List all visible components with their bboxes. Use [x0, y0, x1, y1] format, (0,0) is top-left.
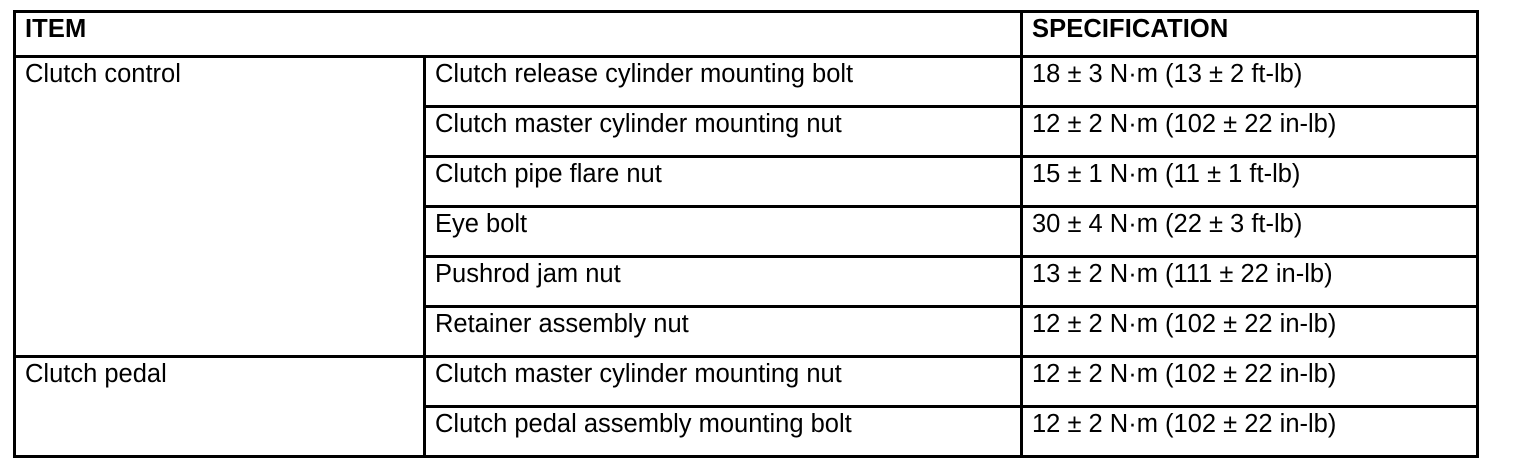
table-row: Eye bolt 30 ± 4 N·m (22 ± 3 ft-lb): [15, 205, 1479, 258]
item-cell: Clutch pipe flare nut: [423, 155, 1023, 208]
specification-value: 12 ± 2 N·m (102 ± 22 in-lb): [1032, 310, 1337, 338]
torque-specification-table: ITEM SPECIFICATION Clutch control Clutch…: [13, 10, 1479, 458]
table-body: Clutch control Clutch release cylinder m…: [13, 55, 1479, 458]
column-header-item-label: ITEM: [25, 15, 87, 43]
column-header-specification: SPECIFICATION: [1020, 10, 1479, 58]
item-cell: Clutch release cylinder mounting bolt: [423, 55, 1023, 108]
specification-value: 13 ± 2 N·m (111 ± 22 in-lb): [1032, 260, 1333, 288]
item-label: Clutch pipe flare nut: [435, 160, 662, 188]
item-label: Clutch master cylinder mounting nut: [435, 110, 842, 138]
specification-cell: 12 ± 2 N·m (102 ± 22 in-lb): [1020, 355, 1479, 408]
table-row: Clutch master cylinder mounting nut 12 ±…: [15, 105, 1479, 158]
table-header-row: ITEM SPECIFICATION: [13, 10, 1479, 58]
specification-value: 12 ± 2 N·m (102 ± 22 in-lb): [1032, 410, 1337, 438]
group-cell-clutch-pedal: Clutch pedal: [13, 355, 426, 458]
specification-cell: 12 ± 2 N·m (102 ± 22 in-lb): [1020, 105, 1479, 158]
item-cell: Retainer assembly nut: [423, 305, 1023, 358]
item-cell: Clutch master cylinder mounting nut: [423, 105, 1023, 158]
specification-cell: 30 ± 4 N·m (22 ± 3 ft-lb): [1020, 205, 1479, 258]
item-cell: Clutch pedal assembly mounting bolt: [423, 405, 1023, 458]
table-row: Clutch pipe flare nut 15 ± 1 N·m (11 ± 1…: [15, 155, 1479, 208]
item-label: Retainer assembly nut: [435, 310, 689, 338]
item-cell: Eye bolt: [423, 205, 1023, 258]
item-label: Pushrod jam nut: [435, 260, 621, 288]
column-header-item: ITEM: [13, 10, 1023, 58]
specification-value: 15 ± 1 N·m (11 ± 1 ft-lb): [1032, 160, 1301, 188]
group-label: Clutch control: [25, 60, 181, 88]
table-row: Retainer assembly nut 12 ± 2 N·m (102 ± …: [15, 305, 1479, 358]
specification-cell: 15 ± 1 N·m (11 ± 1 ft-lb): [1020, 155, 1479, 208]
specification-table-container: ITEM SPECIFICATION Clutch control Clutch…: [13, 10, 1479, 458]
item-cell: Clutch master cylinder mounting nut: [423, 355, 1023, 408]
item-label: Clutch pedal assembly mounting bolt: [435, 410, 852, 438]
group-label: Clutch pedal: [25, 360, 167, 388]
specification-cell: 18 ± 3 N·m (13 ± 2 ft-lb): [1020, 55, 1479, 108]
table-header: ITEM SPECIFICATION: [13, 10, 1479, 58]
table-row: Pushrod jam nut 13 ± 2 N·m (111 ± 22 in-…: [15, 255, 1479, 308]
specification-value: 12 ± 2 N·m (102 ± 22 in-lb): [1032, 110, 1337, 138]
item-label: Clutch release cylinder mounting bolt: [435, 60, 854, 88]
specification-value: 12 ± 2 N·m (102 ± 22 in-lb): [1032, 360, 1337, 388]
table-row: Clutch control Clutch release cylinder m…: [13, 55, 1479, 358]
specification-cell: 12 ± 2 N·m (102 ± 22 in-lb): [1020, 305, 1479, 358]
table-row: Clutch pedal Clutch master cylinder moun…: [13, 355, 1479, 458]
item-label: Clutch master cylinder mounting nut: [435, 360, 842, 388]
group-cell-clutch-control: Clutch control: [13, 55, 426, 358]
specification-value: 30 ± 4 N·m (22 ± 3 ft-lb): [1032, 210, 1303, 238]
item-label: Eye bolt: [435, 210, 528, 238]
specification-value: 18 ± 3 N·m (13 ± 2 ft-lb): [1032, 60, 1303, 88]
specification-cell: 12 ± 2 N·m (102 ± 22 in-lb): [1020, 405, 1479, 458]
specification-cell: 13 ± 2 N·m (111 ± 22 in-lb): [1020, 255, 1479, 308]
column-header-specification-label: SPECIFICATION: [1032, 15, 1229, 43]
item-cell: Pushrod jam nut: [423, 255, 1023, 308]
